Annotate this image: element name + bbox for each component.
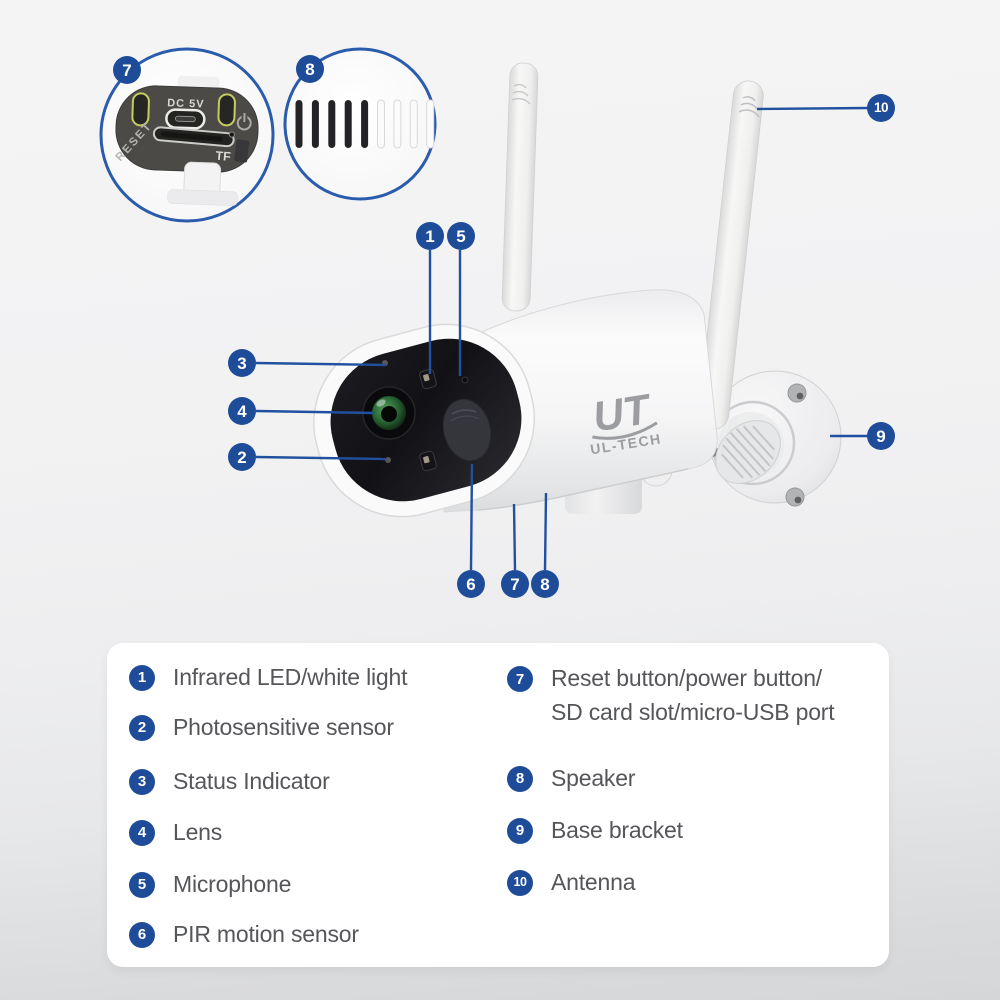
legend-item-10: 10 Antenna — [507, 869, 635, 896]
screw-hole — [785, 487, 805, 507]
legend-item-3: 3 Status Indicator — [129, 768, 330, 795]
wifi-arcs-icon — [738, 96, 760, 118]
callout-2: 2 — [228, 443, 256, 471]
sd-card-slot — [152, 126, 235, 148]
legend-label-7: Reset button/power button/ SD card slot/… — [551, 661, 835, 729]
legend-label-2: Photosensitive sensor — [173, 714, 394, 740]
legend-item-2: 2 Photosensitive sensor — [129, 714, 394, 741]
legend-label-8: Speaker — [551, 765, 636, 791]
inset-ports: DC 5V RESET TF — [99, 47, 275, 223]
leader-2 — [255, 455, 386, 461]
logo-swoosh — [592, 421, 658, 440]
leader-8 — [543, 492, 548, 571]
legend-badge-5: 5 — [129, 871, 155, 898]
pir-sensor — [442, 398, 492, 462]
leader-6 — [469, 463, 474, 571]
legend-badge-7: 7 — [507, 666, 533, 692]
dc5v-label: DC 5V — [167, 97, 205, 110]
mount-knuckle — [715, 420, 781, 484]
front-face — [313, 323, 536, 518]
leader-10 — [756, 106, 869, 111]
legend-card: 1 Infrared LED/white light 2 Photosensit… — [107, 643, 889, 967]
callout-5: 5 — [447, 222, 475, 250]
leader-4 — [255, 409, 375, 415]
leader-3 — [255, 361, 387, 367]
wifi-arcs-icon — [511, 83, 531, 105]
legend-item-6: 6 PIR motion sensor — [129, 921, 359, 948]
callout-7: 7 — [501, 570, 529, 598]
pinhole — [228, 131, 235, 138]
legend-badge-10: 10 — [507, 869, 533, 896]
photosensitive-dot — [385, 457, 391, 463]
legend-badge-6: 6 — [129, 921, 155, 948]
legend-badge-1: 1 — [129, 664, 155, 691]
legend-label-10: Antenna — [551, 869, 636, 895]
power-icon — [236, 112, 252, 131]
legend-label-7-line1: Reset button/power button/ — [551, 665, 822, 691]
tf-label: TF — [215, 149, 232, 164]
legend-badge-9: 9 — [507, 817, 533, 844]
power-button — [217, 93, 236, 127]
ir-led-bottom — [419, 450, 437, 472]
camera-illustration: UT UL-TECH DC 5V RESET — [99, 47, 869, 571]
callout-inset-8: 8 — [296, 55, 324, 83]
legend-badge-3: 3 — [129, 768, 155, 795]
legend-label-1: Infrared LED/white light — [173, 664, 408, 690]
callout-4: 4 — [228, 397, 256, 425]
port-bottom-base — [167, 189, 238, 206]
inset-speaker — [283, 47, 437, 201]
ir-led-top — [419, 368, 437, 390]
card-chip — [234, 139, 250, 163]
reset-button — [131, 92, 150, 127]
legend-badge-4: 4 — [129, 819, 155, 846]
callout-10: 10 — [867, 94, 895, 122]
microphone-hole — [461, 376, 469, 384]
callout-6: 6 — [457, 570, 485, 598]
leader-7 — [512, 503, 517, 571]
callout-8: 8 — [531, 570, 559, 598]
legend-item-1: 1 Infrared LED/white light — [129, 664, 407, 691]
legend-label-6: PIR motion sensor — [173, 921, 359, 947]
legend-item-7: 7 Reset button/power button/ SD card slo… — [507, 661, 835, 729]
legend-item-5: 5 Microphone — [129, 871, 291, 898]
legend-item-9: 9 Base bracket — [507, 817, 683, 844]
speaker-slots — [295, 99, 435, 149]
screw-hole — [787, 383, 807, 403]
antenna-left — [501, 62, 539, 312]
legend-label-4: Lens — [173, 819, 223, 845]
micro-usb-port — [165, 108, 206, 130]
legend-label-7-line2: SD card slot/micro-USB port — [551, 699, 835, 725]
callout-9: 9 — [867, 422, 895, 450]
legend-label-5: Microphone — [173, 871, 292, 897]
callout-1: 1 — [416, 222, 444, 250]
legend-item-4: 4 Lens — [129, 819, 222, 846]
legend-label-9: Base bracket — [551, 817, 683, 843]
leader-lines — [255, 106, 869, 571]
legend-badge-8: 8 — [507, 765, 533, 792]
legend-label-3: Status Indicator — [173, 768, 330, 794]
callout-3: 3 — [228, 349, 256, 377]
legend-item-8: 8 Speaker — [507, 765, 635, 792]
legend-badge-2: 2 — [129, 714, 155, 741]
callout-inset-7: 7 — [113, 56, 141, 84]
